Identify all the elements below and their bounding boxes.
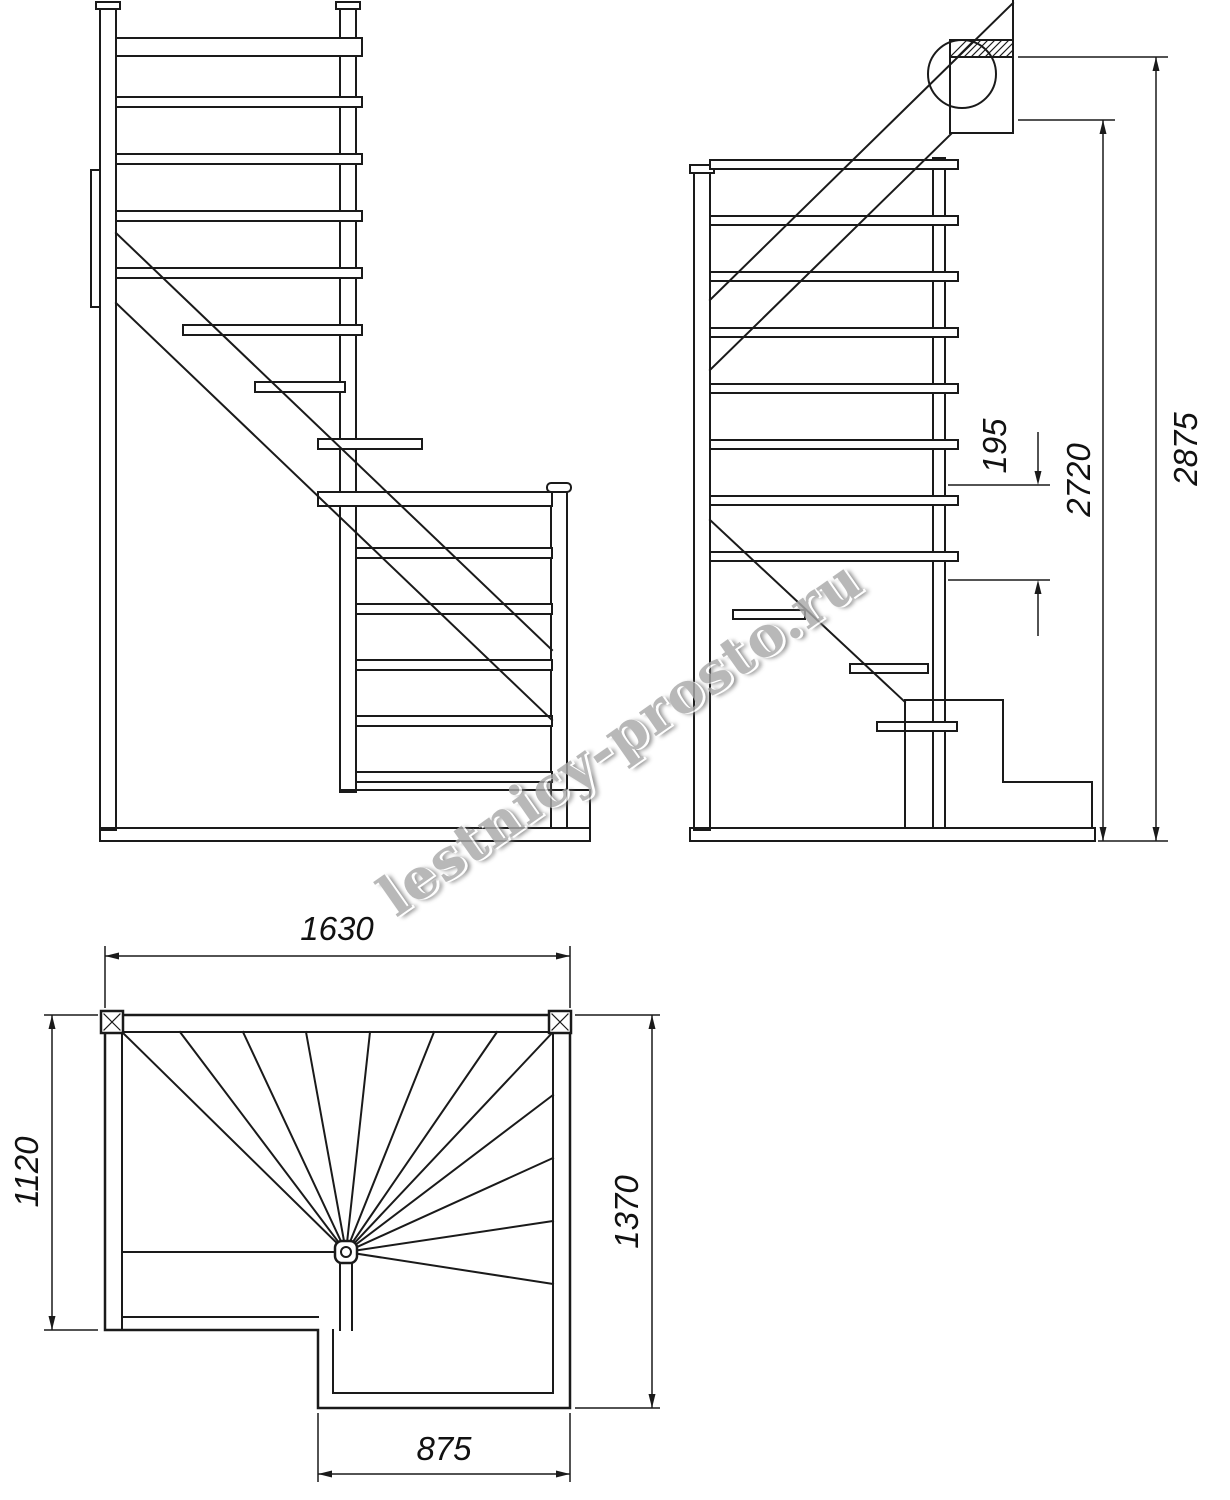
side-winder-treads [732,609,958,732]
detail-callout-circle [927,39,997,109]
dim-1630-label: 1630 [300,910,374,947]
side-left-post [693,171,711,831]
dim-875-label: 875 [416,1430,472,1467]
front-stringer-top-edge [114,231,554,652]
side-elevation-view [689,0,1096,842]
side-lower-stringer [708,518,907,704]
dimension-stair-height: 2720 [1018,119,1115,841]
dim-1370-label: 1370 [608,1175,645,1249]
plan-winder-treads [120,1030,555,1286]
front-stringer-bottom-edge [114,301,554,722]
front-left-post [99,7,117,831]
dimension-plan-top: 1630 [104,910,571,1008]
front-center-post [339,7,357,793]
side-stringer-bottom-edge [708,132,953,372]
dimension-plan-right: 1370 [575,1014,660,1409]
dimension-plan-left: 1120 [8,1014,98,1331]
front-lower-treads [317,491,553,783]
side-treads [709,159,959,562]
side-landing [927,0,1014,134]
dim-195-label: 195 [976,418,1013,474]
side-entry-steps [904,699,1093,829]
dimension-total-height: 2875 [1018,56,1204,842]
front-left-post-cap [95,1,121,10]
front-center-post-cap [335,1,361,10]
plan-view [99,1009,573,1410]
front-base-plate [99,827,591,842]
side-base-plate [689,827,1096,842]
plan-center-post [333,1239,359,1265]
front-right-post [550,489,568,829]
dimension-plan-bottom: 875 [317,1413,571,1482]
dimension-riser: 195 [948,418,1050,636]
front-upper-treads [115,37,423,450]
plan-outline [103,1013,572,1410]
dim-2875-label: 2875 [1167,412,1204,487]
front-elevation-view [90,1,591,842]
floor-section-hatch [949,39,1014,58]
side-stringer-top-edge [708,1,1015,302]
front-right-post-cap [546,482,572,493]
plan-newel-stringer [339,1262,353,1331]
plan-center-post-core [340,1246,352,1258]
dim-2720-label: 2720 [1060,443,1097,518]
front-first-step [339,789,591,842]
dimensions: 1630 1120 1370 875 195 [8,56,1204,1482]
dim-1120-label: 1120 [8,1136,45,1208]
front-wall-stringer-edge [90,169,101,308]
plan-inner-walls [121,1031,554,1394]
